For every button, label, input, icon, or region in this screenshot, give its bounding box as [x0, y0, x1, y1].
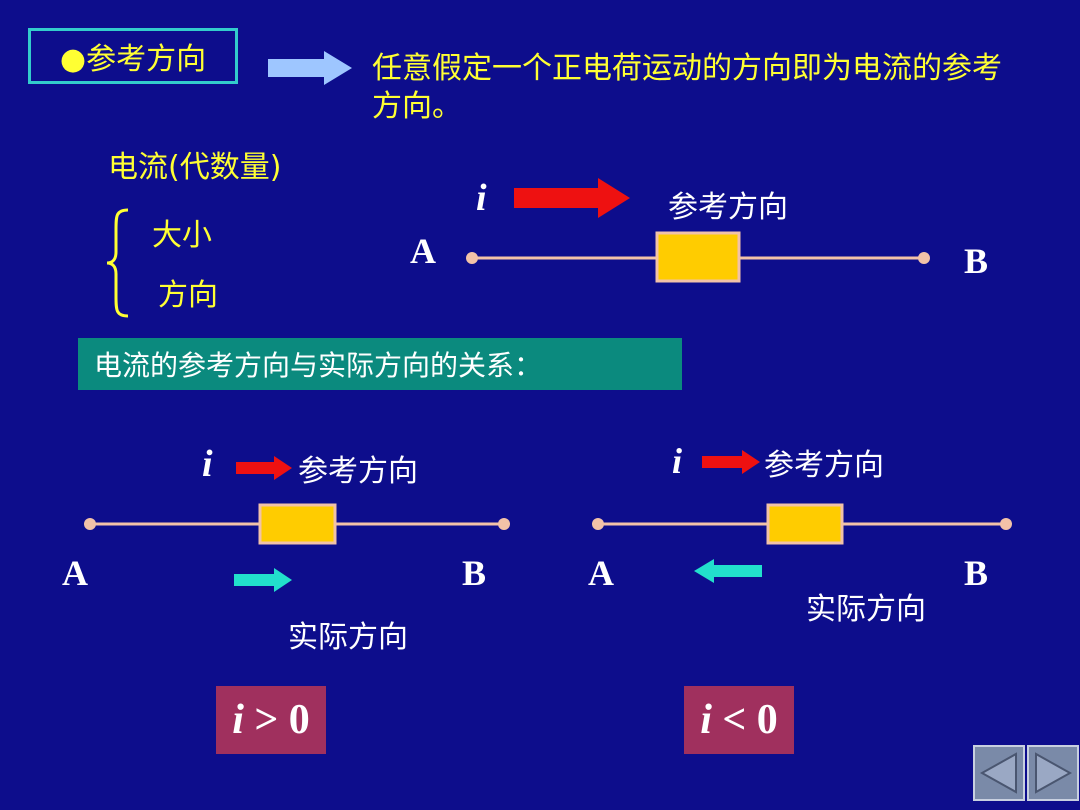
- attribute-direction: 方向: [158, 278, 218, 313]
- terminal-b: [1000, 518, 1012, 530]
- node-b-label: B: [462, 553, 487, 593]
- resistor: [766, 503, 844, 545]
- triangle-right-icon[interactable]: [1027, 745, 1079, 801]
- actual-label-positive: 实际方向: [288, 620, 408, 655]
- terminal-a: [466, 252, 478, 264]
- title-box: ●参考方向: [28, 28, 238, 84]
- actual-arrow-icon: [694, 559, 762, 583]
- circuit-top: [466, 231, 930, 283]
- result-variable: i: [700, 697, 712, 743]
- result-relation: < 0: [711, 697, 778, 743]
- triangle-left-icon[interactable]: [973, 745, 1025, 801]
- reference-arrow-icon: [702, 450, 760, 474]
- result-negative: i < 0: [684, 686, 794, 754]
- result-variable: i: [232, 697, 244, 743]
- current-symbol-positive: i: [202, 443, 213, 485]
- arrow-right-icon: [268, 51, 352, 85]
- slide-navigation: [973, 745, 1079, 801]
- result-relation: > 0: [243, 697, 310, 743]
- terminal-a: [592, 518, 604, 530]
- terminal-b: [918, 252, 930, 264]
- attribute-magnitude: 大小: [152, 218, 212, 253]
- reference-label-positive: 参考方向: [298, 454, 418, 489]
- resistor: [655, 231, 741, 283]
- actual-arrow-icon: [234, 568, 292, 592]
- left-brace-icon: [106, 208, 129, 318]
- node-a-label: A: [62, 553, 88, 593]
- resistor: [258, 503, 337, 545]
- result-positive: i > 0: [216, 686, 326, 754]
- current-symbol: i: [476, 177, 487, 219]
- reference-arrow-icon: [514, 178, 630, 218]
- definition-text: 任意假定一个正电荷运动的方向即为电流的参考方向。: [372, 51, 1002, 124]
- node-a-label: A: [588, 553, 614, 593]
- algebraic-label: 电流(代数量): [108, 150, 282, 185]
- relation-heading-box: 电流的参考方向与实际方向的关系：: [78, 338, 682, 390]
- reference-label: 参考方向: [668, 190, 788, 225]
- node-b-label: B: [964, 553, 989, 593]
- page-title: ●参考方向: [59, 42, 207, 77]
- circuit-negative: [592, 503, 1012, 545]
- relation-heading: 电流的参考方向与实际方向的关系：: [94, 349, 543, 382]
- node-a-label: A: [410, 231, 436, 271]
- reference-arrow-icon: [236, 456, 292, 480]
- actual-label-negative: 实际方向: [806, 592, 926, 627]
- current-symbol-negative: i: [672, 441, 683, 481]
- node-b-label: B: [964, 241, 989, 281]
- terminal-b: [498, 518, 510, 530]
- terminal-a: [84, 518, 96, 530]
- reference-label-negative: 参考方向: [764, 448, 884, 483]
- circuit-positive: [84, 503, 510, 545]
